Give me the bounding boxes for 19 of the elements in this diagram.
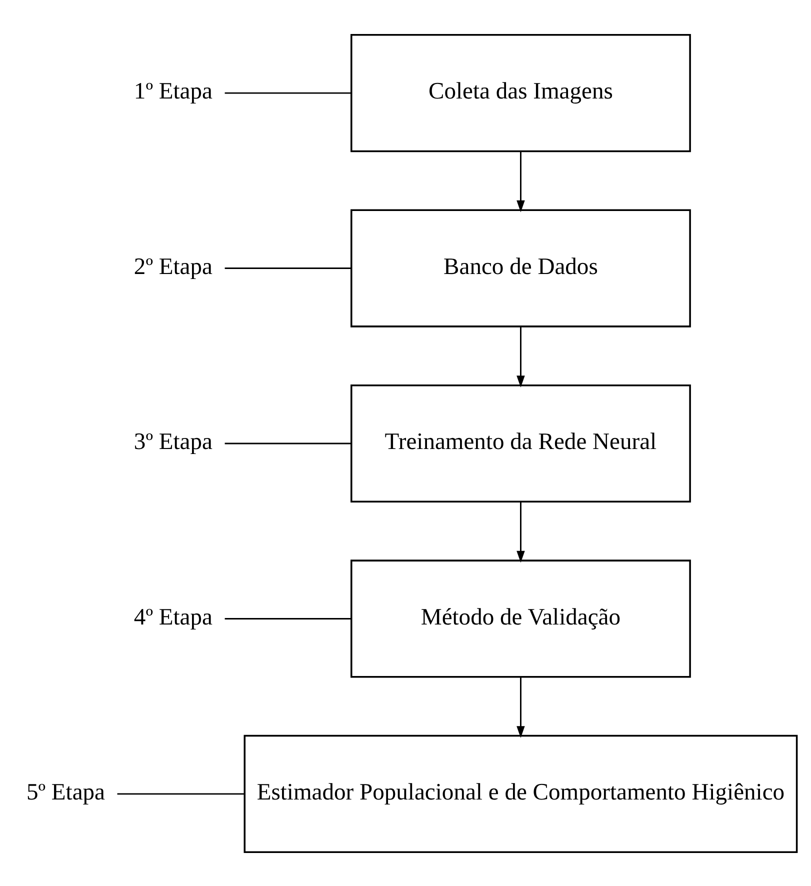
node-text: 5º Etapa: [26, 779, 106, 806]
node-text: 2º Etapa: [134, 253, 212, 280]
connector: [224, 442, 352, 444]
arrow: [516, 676, 525, 738]
connector: [117, 792, 245, 794]
node-box: Banco de Dados: [350, 208, 691, 327]
node-box: Estimador Populacional e de Comportamento Higiênico: [244, 734, 798, 852]
node-text: 3º Etapa: [134, 428, 212, 455]
connector: [224, 267, 352, 268]
node-text: 1º Etapa: [134, 78, 212, 104]
node-box: Coleta das Imagens: [350, 34, 691, 152]
node-box: Treinamento da Rede Neural: [350, 384, 691, 502]
node-box: Método de Validação: [350, 559, 691, 678]
connector: [224, 618, 352, 619]
arrow: [516, 150, 525, 212]
connector: [224, 92, 352, 94]
arrow: [516, 501, 525, 562]
node-text: 4º Etapa: [134, 604, 212, 630]
arrow: [516, 326, 525, 387]
